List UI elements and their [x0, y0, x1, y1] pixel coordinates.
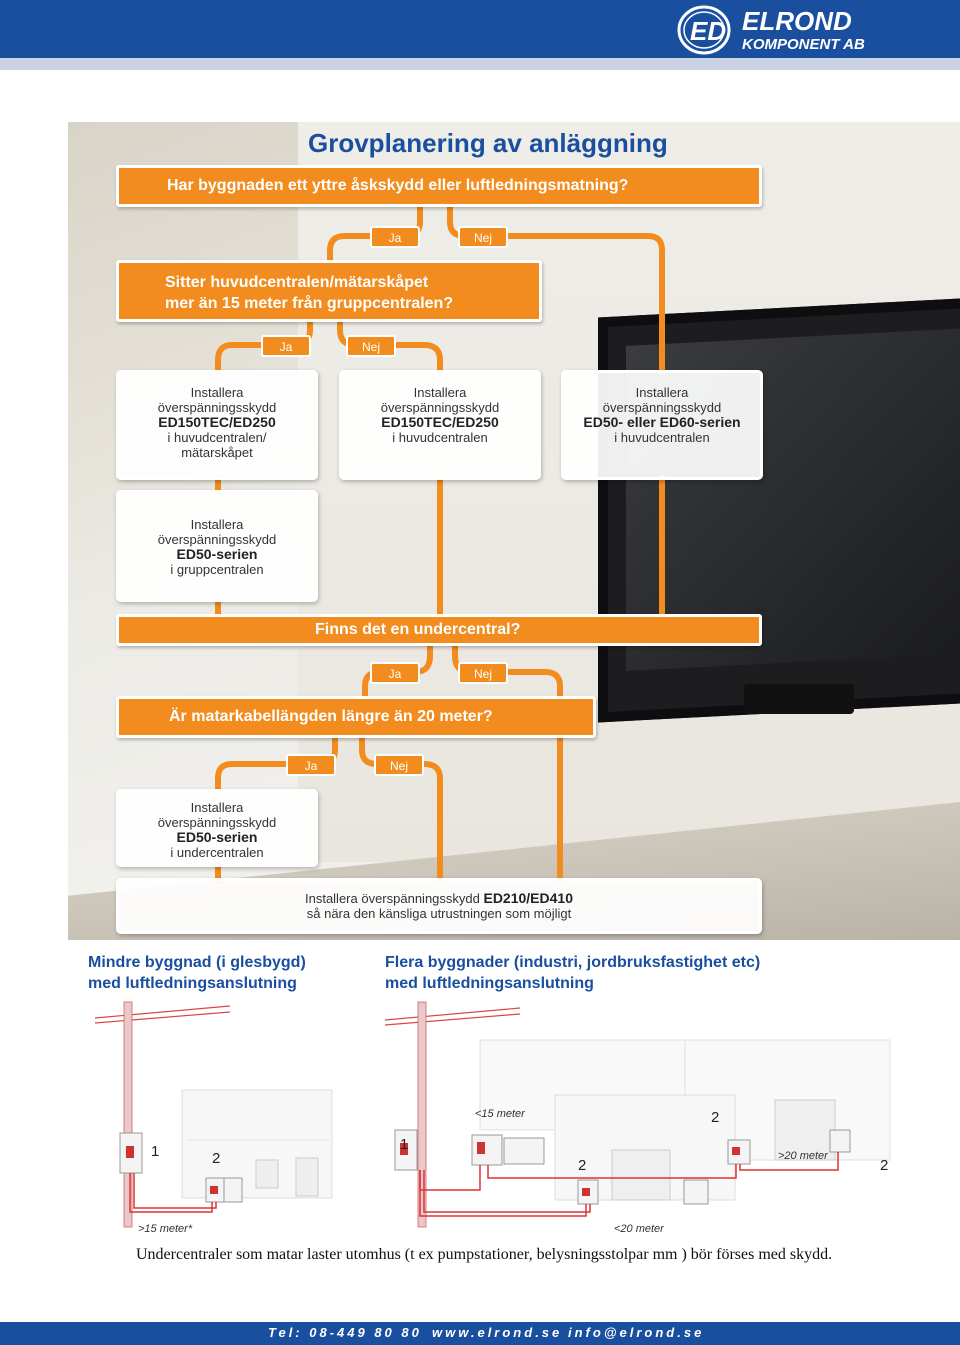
caption-text: Undercentraler som matar laster utomhus …: [136, 1246, 833, 1263]
product-name: ED50-serien: [176, 546, 258, 562]
product-name: ED150TEC/ED250: [381, 414, 499, 430]
footer-email[interactable]: info@elrond.se: [568, 1325, 705, 1340]
q2-no-label: Nej: [346, 335, 396, 357]
product-name: ED50-serien: [176, 829, 258, 845]
header-bar: [0, 0, 960, 58]
logo-text-komponent: KOMPONENT AB: [742, 36, 865, 53]
q4-no-label: Nej: [374, 754, 424, 776]
marker-2-middle: 2: [578, 1157, 587, 1174]
question-subcentral: Finns det en undercentral?: [116, 614, 762, 646]
box-line: i huvudcentralen: [392, 430, 488, 445]
box-line: i gruppcentralen: [170, 562, 264, 577]
footer-phone: Tel: 08-449 80 80: [268, 1325, 422, 1340]
section-title-line: med luftledningsanslutning: [88, 975, 297, 992]
question-text: Är matarkabellängden längre än 20 meter?: [169, 708, 493, 725]
box-line: Installera: [635, 385, 689, 400]
question-lightning-protection: Har byggnaden ett yttre åskskydd eller l…: [116, 165, 762, 207]
box-line: i undercentralen: [170, 845, 264, 860]
q1-no-label: Nej: [458, 226, 508, 248]
box-text: Installera överspänningsskydd: [304, 891, 484, 906]
marker-2-right: 2: [880, 1157, 889, 1174]
question-text: Har byggnaden ett yttre åskskydd eller l…: [167, 177, 629, 194]
section-title-line: Flera byggnader (industri, jordbruksfast…: [385, 954, 761, 971]
distance-label-lt20: <20 meter: [614, 1223, 664, 1235]
question-distance-15m: Sitter huvudcentralen/mätarskåpet mer än…: [116, 260, 542, 322]
section-title-line: med luftledningsanslutning: [385, 975, 594, 992]
section-multiple-buildings: Flera byggnader (industri, jordbruksfast…: [385, 952, 760, 994]
q1-yes-label: Ja: [370, 226, 420, 248]
section-small-building: Mindre byggnad (i glesbygd) med luftledn…: [88, 952, 306, 994]
svg-text:ED: ED: [690, 16, 726, 46]
footer-bar: Tel: 08-449 80 80 www.elrond.se info@elr…: [0, 1322, 960, 1345]
logo-text-elrond: ELROND: [742, 6, 852, 36]
question-text: Finns det en undercentral?: [315, 621, 521, 638]
box-line: Installera: [190, 517, 244, 532]
page-title: Grovplanering av anläggning: [308, 128, 668, 158]
product-name: ED50- eller ED60-serien: [583, 414, 741, 430]
header-divider: [0, 58, 960, 70]
box-line: överspänningsskydd: [157, 532, 277, 547]
action-box-ed210-ed410: Installera överspänningsskydd ED210/ED41…: [116, 878, 762, 934]
marker-1-right: 1: [400, 1136, 409, 1153]
tv-base: [744, 684, 854, 714]
question-cable-length: Är matarkabellängden längre än 20 meter?: [116, 696, 596, 738]
question-text-line2: mer än 15 meter från gruppcentralen?: [165, 295, 454, 312]
action-box-ed50-group: Installera överspänningsskydd ED50-serie…: [116, 490, 318, 602]
installation-illustration: [94, 1001, 891, 1228]
box-line: i huvudcentralen: [614, 430, 710, 445]
q3-yes-label: Ja: [370, 662, 420, 684]
elrond-logo-icon: ED: [677, 5, 731, 55]
box-line: överspänningsskydd: [380, 400, 500, 415]
box-line: i huvudcentralen/: [167, 430, 267, 445]
box-line: överspänningsskydd: [602, 400, 722, 415]
product-name: ED150TEC/ED250: [158, 414, 276, 430]
section-title-line: Mindre byggnad (i glesbygd): [88, 954, 306, 971]
q3-no-label: Nej: [458, 662, 508, 684]
action-box-ed150-main: Installera överspänningsskydd ED150TEC/E…: [339, 370, 541, 480]
box-line: överspänningsskydd: [157, 400, 277, 415]
box-line: så nära den känsliga utrustningen som mö…: [306, 906, 572, 921]
question-text-line1: Sitter huvudcentralen/mätarskåpet: [165, 274, 429, 291]
distance-label-gt20: >20 meter: [778, 1150, 828, 1162]
distance-label-gt15: >15 meter*: [138, 1223, 193, 1235]
action-box-ed50-ed60-main: Installera överspänningsskydd ED50- elle…: [561, 370, 763, 480]
footer-website[interactable]: www.elrond.se: [432, 1325, 563, 1340]
action-box-ed50-subcentral: Installera överspänningsskydd ED50-serie…: [116, 789, 318, 867]
product-name: ED210/ED410: [483, 890, 573, 906]
box-line: mätarskåpet: [181, 445, 253, 460]
q2-yes-label: Ja: [261, 335, 311, 357]
box-line: Installera: [413, 385, 467, 400]
box-line: Installera: [190, 385, 244, 400]
box-line: Installera överspänningsskydd ED210/ED41…: [119, 890, 759, 907]
action-box-ed150-main-meter: Installera överspänningsskydd ED150TEC/E…: [116, 370, 318, 480]
marker-2-left: 2: [212, 1150, 221, 1167]
box-line: överspänningsskydd: [157, 815, 277, 830]
box-line: Installera: [190, 800, 244, 815]
q4-yes-label: Ja: [286, 754, 336, 776]
distance-label-lt15: <15 meter: [475, 1108, 525, 1120]
marker-2-upper: 2: [711, 1109, 720, 1126]
marker-1-left: 1: [151, 1143, 160, 1160]
